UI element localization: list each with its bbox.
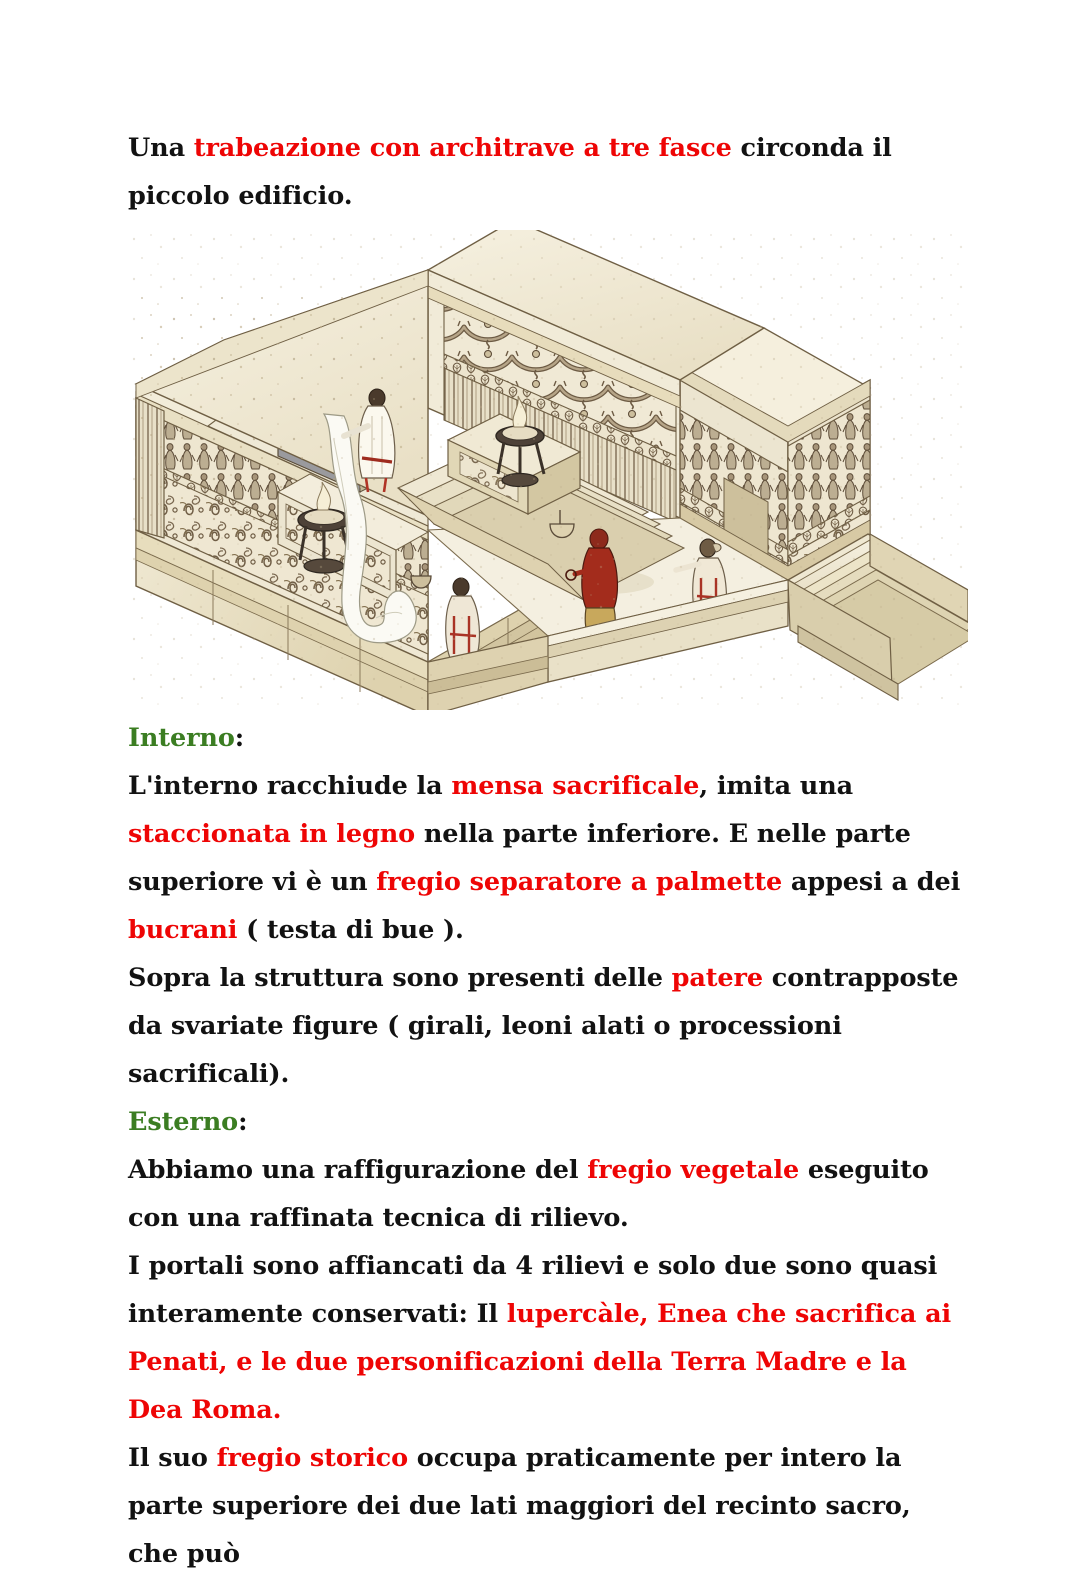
heading-interno: Interno: bbox=[128, 714, 968, 762]
interno-highlight-fregio-palmette: fregio separatore a palmette bbox=[376, 867, 783, 897]
interno-p1-e: nella parte inferiore. E nelle parte sup… bbox=[128, 819, 911, 897]
heading-esterno: Esterno: bbox=[128, 1098, 968, 1146]
heading-interno-colon: : bbox=[234, 723, 245, 753]
marble-texture-overlay bbox=[128, 230, 968, 710]
interno-highlight-bucrani: bucrani bbox=[128, 915, 238, 945]
paragraph-esterno-1: Abbiamo una raffigurazione del fregio ve… bbox=[128, 1146, 968, 1242]
interno-p1-c: , imita una bbox=[699, 771, 854, 801]
interno-p1-g: appesi a dei bbox=[782, 867, 961, 897]
esterno-p2-period: . bbox=[272, 1395, 282, 1425]
intro-text-part1: Una bbox=[128, 133, 194, 163]
esterno-highlight-fregio-storico: fregio storico bbox=[216, 1443, 409, 1473]
interno-p1-i: ( testa di bue ). bbox=[237, 915, 464, 945]
paragraph-interno-2: Sopra la struttura sono presenti delle p… bbox=[128, 954, 968, 1098]
esterno-highlight-fregio-vegetale: fregio vegetale bbox=[587, 1155, 800, 1185]
interno-p2-a: Sopra la struttura sono presenti delle bbox=[128, 963, 672, 993]
esterno-p1-a: Abbiamo una raffigurazione del bbox=[128, 1155, 588, 1185]
esterno-p1-c: eseguito con una raffinata tecnica di ri… bbox=[128, 1155, 929, 1233]
interno-p1-a: L'interno racchiude la bbox=[128, 771, 452, 801]
paragraph-intro: Una trabeazione con architrave a tre fas… bbox=[128, 124, 968, 220]
esterno-p2-a: I portali sono affiancati da 4 rilievi e… bbox=[128, 1251, 938, 1329]
intro-text-part3: circonda il piccolo edificio. bbox=[128, 133, 892, 211]
heading-esterno-colon: : bbox=[238, 1107, 248, 1137]
paragraph-esterno-3: Il suo fregio storico occupa praticament… bbox=[128, 1434, 968, 1578]
paragraph-esterno-2: I portali sono affiancati da 4 rilievi e… bbox=[128, 1242, 968, 1434]
document-page: Una trabeazione con architrave a tre fas… bbox=[128, 133, 968, 1569]
esterno-p3-a: Il suo bbox=[128, 1443, 217, 1473]
interno-p2-c: contrapposte da svariate figure ( girali… bbox=[128, 963, 959, 1089]
interno-highlight-staccionata: staccionata in legno bbox=[128, 819, 416, 849]
intro-highlight-trabeazione: trabeazione con architrave a tre fasce bbox=[193, 133, 732, 163]
esterno-highlight-rilievi: lupercàle, Enea che sacrifica ai Penati,… bbox=[128, 1299, 952, 1425]
interno-highlight-patere: patere bbox=[671, 963, 764, 993]
interno-highlight-mensa: mensa sacrificale bbox=[451, 771, 700, 801]
paragraph-interno-1: L'interno racchiude la mensa sacrificale… bbox=[128, 762, 968, 954]
ara-pacis-illustration bbox=[128, 230, 968, 710]
document-content: Una trabeazione con architrave a tre fas… bbox=[128, 124, 968, 1578]
heading-esterno-label: Esterno bbox=[128, 1107, 239, 1137]
heading-interno-label: Interno bbox=[128, 723, 235, 753]
ara-pacis-svg bbox=[128, 230, 968, 710]
